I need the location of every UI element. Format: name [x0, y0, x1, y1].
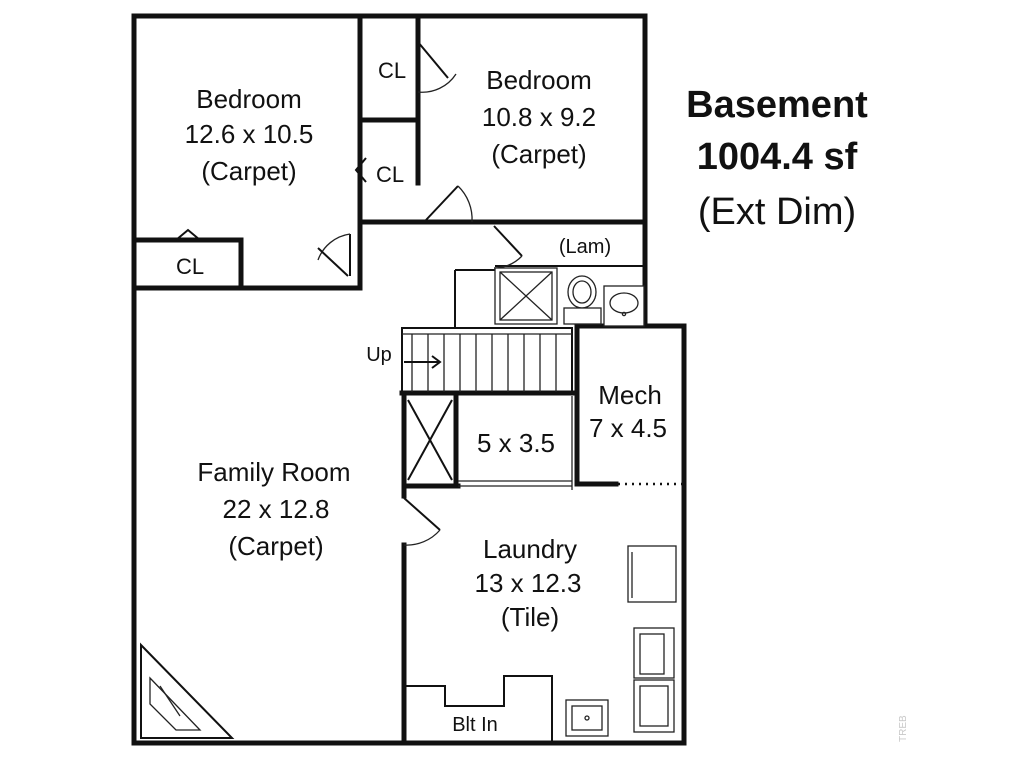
bedroom-left-dims: 12.6 x 10.5	[185, 119, 314, 149]
bath-fixtures	[494, 267, 645, 327]
dryer-icon	[627, 545, 677, 603]
mech-name: Mech	[598, 380, 662, 410]
laundry-appliances	[565, 545, 677, 737]
bedroom-left-name: Bedroom	[196, 84, 302, 114]
washer-icon	[633, 627, 675, 733]
corner-fireplace-icon	[140, 642, 235, 739]
toilet-icon	[563, 275, 602, 325]
bath-floor: (Lam)	[559, 236, 611, 258]
bedroom-right-name: Bedroom	[486, 65, 592, 95]
plan-title: Basement	[686, 84, 868, 126]
plan-note: (Ext Dim)	[698, 191, 856, 233]
plan-area: 1004.4 sf	[697, 136, 858, 178]
staircase	[401, 327, 573, 393]
family-room-floor: (Carpet)	[228, 531, 323, 561]
watermark: TREB	[898, 715, 909, 742]
family-room-dims: 22 x 12.8	[223, 494, 330, 524]
bedroom-right-dims: 10.8 x 9.2	[482, 102, 596, 132]
laundry-name: Laundry	[483, 534, 577, 564]
family-room-name: Family Room	[197, 457, 350, 487]
door-swings	[175, 41, 523, 546]
laundry-sink-icon	[565, 699, 609, 737]
built-in-cabinet	[406, 675, 553, 742]
mech-dims: 7 x 4.5	[589, 413, 667, 443]
bedroom-right-floor: (Carpet)	[491, 139, 586, 169]
storage-dims: 5 x 3.5	[477, 428, 555, 458]
built-in-label: Blt In	[452, 714, 498, 736]
sink-icon	[603, 285, 645, 327]
laundry-dims: 13 x 12.3	[475, 568, 582, 598]
closet-top-label: CL	[378, 58, 406, 83]
room-labels: Bedroom 12.6 x 10.5 (Carpet) Bedroom 10.…	[176, 58, 667, 736]
laundry-floor: (Tile)	[501, 602, 559, 632]
storage-cross	[407, 399, 453, 481]
closet-left-label: CL	[176, 254, 204, 279]
title-block: Basement 1004.4 sf (Ext Dim)	[686, 84, 868, 233]
bedroom-left-floor: (Carpet)	[201, 156, 296, 186]
stairs-up-label: Up	[366, 344, 392, 366]
closet-middle-label: CL	[376, 162, 404, 187]
